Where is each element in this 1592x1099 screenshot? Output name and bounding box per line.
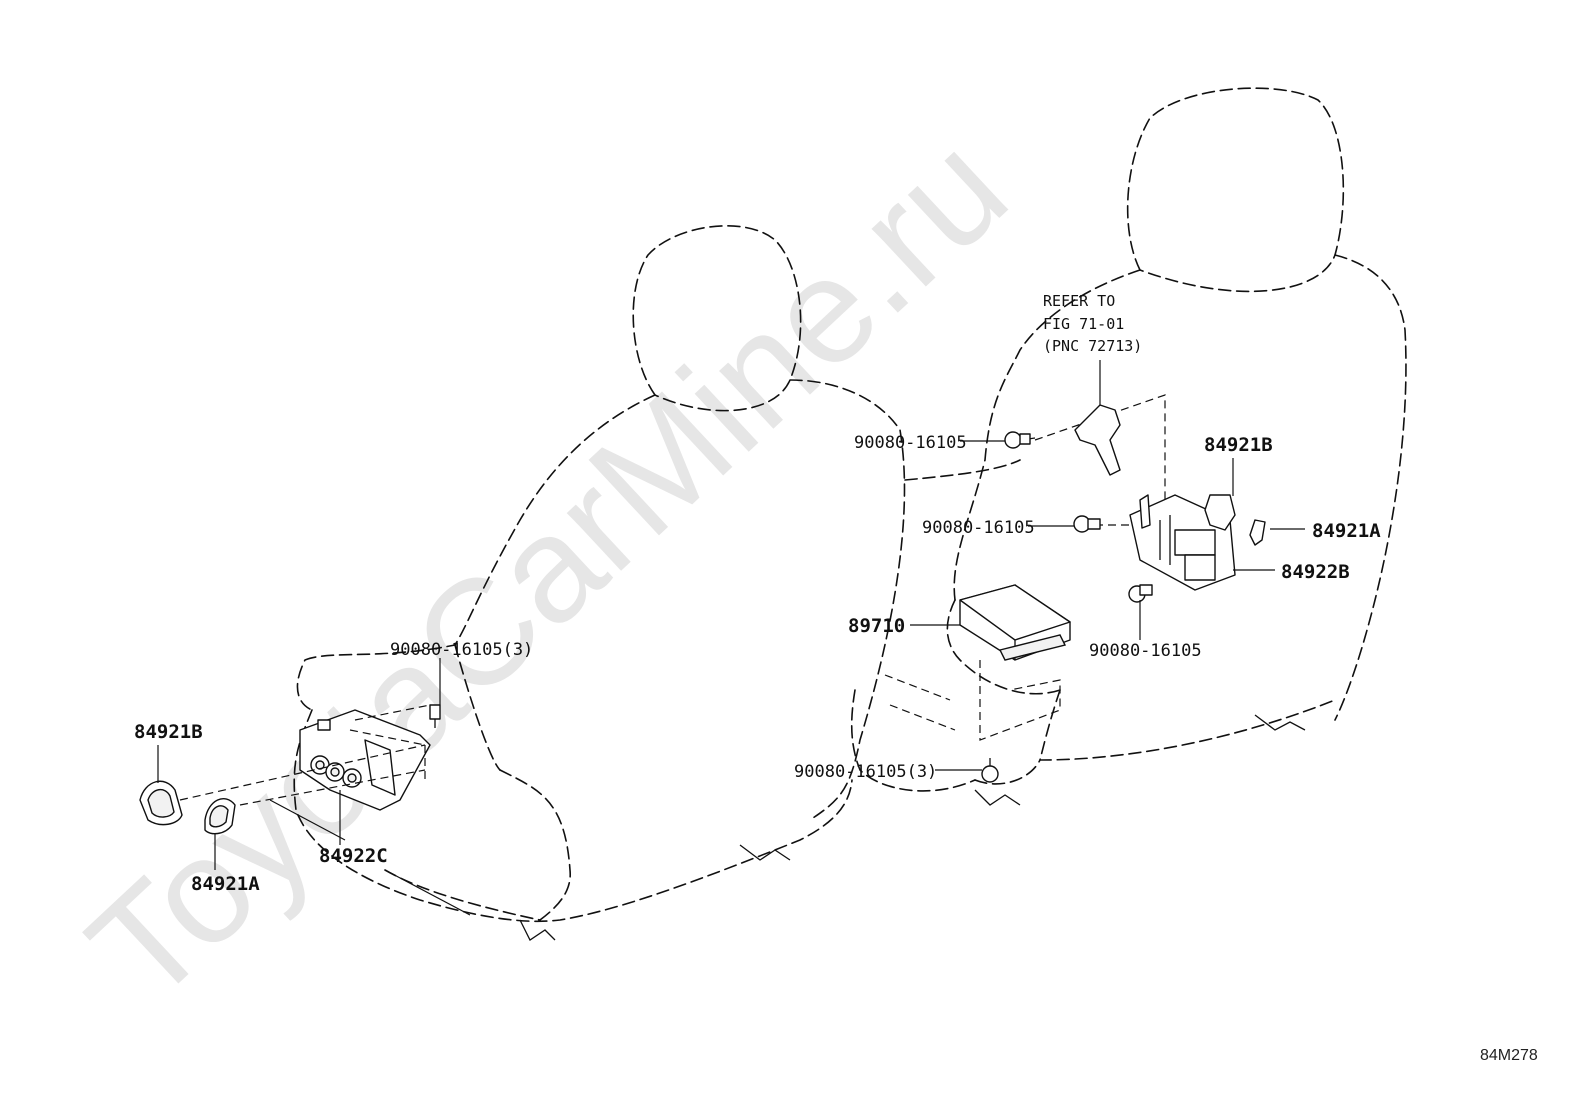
right-bolt-low-icon [1128, 584, 1153, 603]
left-knob-84921A [204, 798, 236, 835]
left-knob-84921B [139, 780, 183, 826]
label-ecu-89710: 89710 [848, 615, 905, 637]
label-left-84922C: 84922C [319, 845, 388, 867]
reference-line-2: FIG 71-01 [1043, 315, 1124, 333]
label-right-bolt-low: 90080-16105 [1089, 641, 1202, 661]
label-ecu-bolt: 90080-16105(3) [794, 762, 937, 782]
ecu-89710 [959, 584, 1071, 661]
label-right-bolt-mid: 90080-16105 [922, 518, 1035, 538]
reference-line-1: REFER TO [1043, 292, 1115, 310]
left-seat-outline [293, 225, 906, 941]
figure-id: 84M278 [1480, 1047, 1538, 1064]
label-right-bolt-top: 90080-16105 [854, 433, 967, 453]
reference-line-3: (PNC 72713) [1043, 337, 1142, 355]
label-left-84921B: 84921B [134, 721, 203, 743]
label-right-84922B: 84922B [1281, 561, 1350, 583]
right-seat-outline [850, 87, 1407, 806]
right-knob-84921A [1249, 519, 1266, 546]
reference-note: REFER TO FIG 71-01 (PNC 72713) [1043, 292, 1142, 355]
label-left-84921A: 84921A [191, 873, 260, 895]
left-bolt-icon [429, 704, 441, 728]
label-left-bolt: 90080-16105(3) [390, 640, 533, 660]
right-knob-84921B [1204, 494, 1236, 531]
right-bolt-mid-icon [1073, 515, 1101, 533]
mounting-bracket [1074, 404, 1121, 476]
label-right-84921B: 84921B [1204, 434, 1273, 456]
ecu-bolt-icon [981, 758, 999, 783]
right-bolt-top-icon [1004, 431, 1036, 449]
label-right-84921A: 84921A [1312, 520, 1381, 542]
